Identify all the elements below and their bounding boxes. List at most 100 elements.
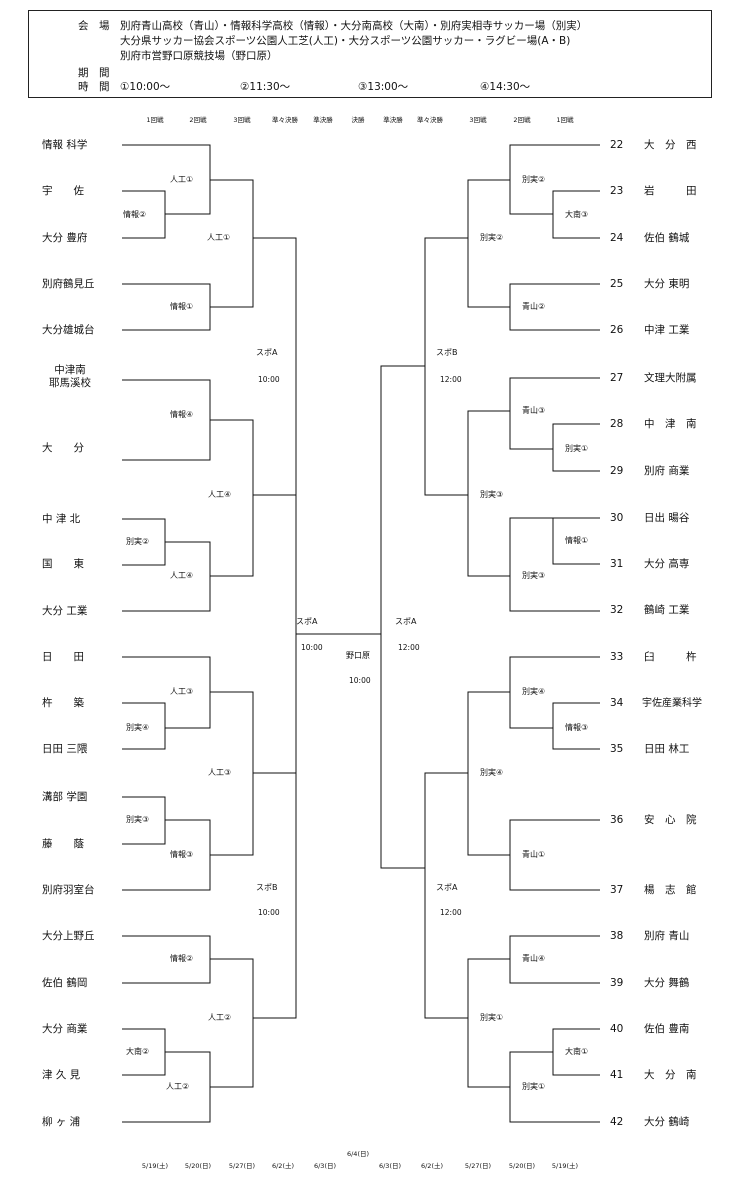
- match-label: 情報④: [170, 410, 194, 419]
- bracket-line: [210, 179, 254, 238]
- match-label: 人工①: [207, 233, 231, 242]
- match-label: 人工①: [170, 175, 194, 184]
- bracket-line: [467, 238, 510, 308]
- right-team-number: 37: [610, 884, 624, 896]
- left-team: 国 東: [42, 558, 84, 570]
- right-team-number: 23: [610, 185, 624, 197]
- left-team: 佐伯 鶴岡: [42, 977, 88, 989]
- bracket-line: [552, 541, 600, 565]
- bracket-line: [552, 728, 600, 750]
- bracket-line: [424, 366, 468, 496]
- right-team: 佐伯 鶴城: [644, 232, 690, 244]
- bracket-line: [467, 377, 600, 495]
- right-team-number: 29: [610, 465, 624, 477]
- right-team: 大 分 西: [644, 139, 697, 151]
- match-label: スポA: [296, 617, 318, 626]
- right-team: 大分 東明: [644, 278, 690, 290]
- right-team: 宇佐産業科学: [642, 698, 702, 709]
- round-date: 5/20(日): [184, 1162, 212, 1170]
- venue-line-2: 大分県サッカー協会スポーツ公園人工芝(人工)・大分スポーツ公園サッカー・ラグビー…: [120, 35, 571, 47]
- right-team: 安 心 院: [644, 814, 697, 826]
- match-label: 人工③: [170, 687, 194, 696]
- left-team: 中津南 耶馬溪校: [49, 364, 91, 389]
- match-time: 12:00: [398, 643, 420, 652]
- left-team: 杵 築: [42, 697, 84, 709]
- round-date: 5/27(日): [464, 1162, 492, 1170]
- match-label: 情報②: [123, 210, 147, 219]
- right-team: 文理大附属: [644, 372, 697, 384]
- match-label: 野口原: [346, 651, 370, 660]
- match-label: 別実②: [126, 537, 150, 546]
- match-label: 大南②: [126, 1047, 150, 1056]
- match-label: 別実③: [522, 571, 546, 580]
- bracket-line: [210, 419, 254, 577]
- left-team: 大分上野丘: [42, 930, 95, 942]
- bracket-line: [467, 1018, 600, 1088]
- match-label: スポB: [436, 348, 458, 357]
- right-team: 日出 暘谷: [644, 512, 690, 524]
- right-team: 大分 舞鶴: [644, 977, 690, 989]
- left-team: 柳 ヶ 浦: [42, 1116, 81, 1128]
- period-label: 期 間: [78, 67, 110, 79]
- left-team: 情報 科学: [42, 139, 88, 151]
- bracket-line: [253, 935, 297, 1019]
- left-team: 中 津 北: [42, 513, 81, 525]
- right-team-number: 28: [610, 418, 624, 430]
- match-label: 人工②: [208, 1013, 232, 1022]
- match-label: スポA: [256, 348, 278, 357]
- round-label: 準々決勝: [417, 116, 443, 124]
- match-label: 青山①: [522, 850, 546, 859]
- right-team: 佐伯 豊南: [644, 1023, 690, 1035]
- bracket-line: [122, 214, 166, 239]
- match-label: 情報③: [170, 850, 194, 859]
- bracket-line: [122, 728, 166, 750]
- match-label: 人工②: [166, 1082, 190, 1091]
- bracket-line: [509, 1087, 600, 1123]
- bracket-line: [424, 656, 600, 868]
- bracket-line: [424, 868, 600, 1019]
- round-date: 5/19(土): [141, 1162, 169, 1170]
- round-label: 1回戦: [146, 116, 164, 124]
- match-label: 人工④: [208, 490, 232, 499]
- bracket-line: [552, 449, 600, 472]
- round-label: 1回戦: [556, 116, 574, 124]
- bracket-line: [380, 365, 425, 634]
- bracket-line: [509, 144, 600, 215]
- match-time: 10:00: [301, 643, 323, 652]
- left-team: 日田 三隈: [42, 743, 88, 755]
- round-date: 6/3(日): [313, 1162, 337, 1170]
- right-team-number: 33: [610, 651, 624, 663]
- right-team-number: 42: [610, 1116, 624, 1128]
- match-label: 別実②: [480, 233, 504, 242]
- right-team: 日田 林工: [644, 743, 690, 755]
- bracket-line: [380, 634, 425, 869]
- right-team: 臼 杵: [644, 651, 697, 663]
- right-team-number: 26: [610, 324, 624, 336]
- bracket-line: [253, 420, 297, 496]
- right-team-number: 41: [610, 1069, 624, 1081]
- round-label: 2回戦: [513, 116, 531, 124]
- bracket-line: [122, 819, 211, 891]
- match-label: 別実①: [522, 1082, 546, 1091]
- round-date: 6/3(日): [378, 1162, 402, 1170]
- left-team: 津 久 見: [42, 1069, 81, 1081]
- bracket-line: [210, 958, 254, 1088]
- match-label: 情報①: [565, 536, 589, 545]
- match-label: 青山④: [522, 954, 546, 963]
- bracket-line: [122, 379, 211, 461]
- final-date: 6/4(日): [346, 1150, 370, 1158]
- match-label: 別実③: [480, 490, 504, 499]
- round-label: 3回戦: [469, 116, 487, 124]
- right-team-number: 24: [610, 232, 624, 244]
- right-team: 別府 商業: [644, 465, 690, 477]
- right-team: 別府 青山: [644, 930, 690, 942]
- bracket-line: [122, 144, 211, 215]
- match-label: 別実③: [126, 815, 150, 824]
- left-team: 大 分: [42, 442, 84, 454]
- match-label: スポA: [395, 617, 417, 626]
- left-team: 日 田: [42, 651, 84, 663]
- venue-line-3: 別府市営野口原競技場（野口原）: [120, 50, 278, 62]
- left-team: 別府鶴見丘: [42, 278, 95, 290]
- time-slot-4: ④14:30〜: [480, 81, 531, 93]
